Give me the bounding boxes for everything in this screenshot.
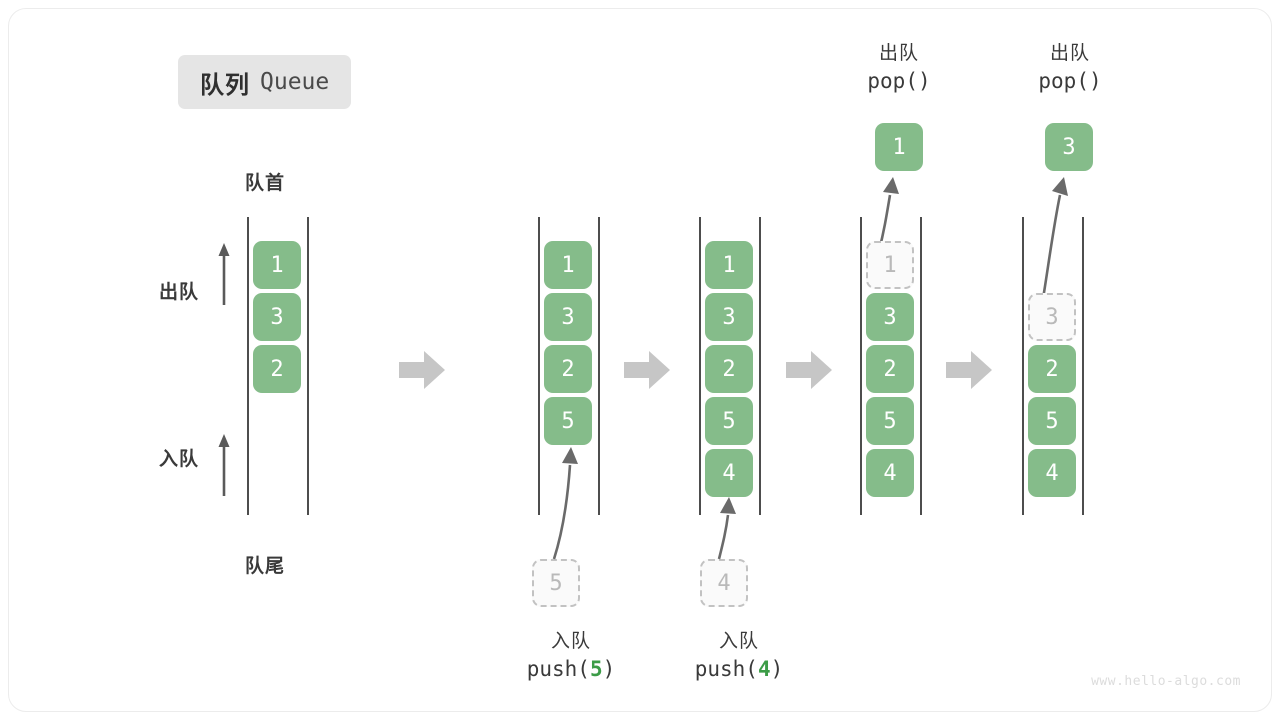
- enqueue-direction-arrow-icon: [218, 434, 230, 496]
- rail-right-3: [759, 217, 761, 515]
- pop-1-caption-code: pop(): [867, 68, 931, 93]
- queue-cell: 2: [253, 345, 301, 393]
- rail-left-1: [247, 217, 249, 515]
- rail-right-1: [307, 217, 309, 515]
- pop-1-caption-cn: 出队: [878, 43, 919, 64]
- step-arrow-icon: [946, 351, 992, 389]
- push-5-caption-cn: 入队: [550, 631, 591, 652]
- watermark: www.hello-algo.com: [1091, 674, 1241, 689]
- rail-left-2: [538, 217, 540, 515]
- push-4-caption-cn: 入队: [718, 631, 759, 652]
- queue-cell: 2: [1028, 345, 1076, 393]
- incoming-ghost-cell: 5: [532, 559, 580, 607]
- queue-cell: 5: [1028, 397, 1076, 445]
- push-5-caption-code: push(5): [526, 656, 616, 681]
- title-cn: 队列: [200, 71, 250, 99]
- popped-ghost-cell: 1: [866, 241, 914, 289]
- queue-tail-label: 队尾: [245, 556, 286, 577]
- push-4-caption-code: push(4): [694, 656, 784, 681]
- title-en: Queue: [260, 69, 330, 95]
- queue-cell: 4: [705, 449, 753, 497]
- queue-cell: 2: [544, 345, 592, 393]
- push-4-caption: 入队 push(4): [664, 629, 814, 683]
- popped-ghost-cell: 3: [1028, 293, 1076, 341]
- queue-cell: 3: [705, 293, 753, 341]
- queue-head-label: 队首: [245, 173, 286, 194]
- step-arrow-icon: [399, 351, 445, 389]
- step-arrow-icon: [624, 351, 670, 389]
- queue-cell: 1: [705, 241, 753, 289]
- push-5-caption: 入队 push(5): [496, 629, 646, 683]
- queue-cell: 5: [705, 397, 753, 445]
- step-arrow-icon: [786, 351, 832, 389]
- popped-cell: 3: [1045, 123, 1093, 171]
- title-badge: 队列 Queue: [178, 55, 352, 109]
- queue-cell: 3: [253, 293, 301, 341]
- diagram-card: 队列 Queue 队首 队尾 1 3 2 出队 入队 1 3 2 5 5 入队 …: [8, 8, 1272, 712]
- rail-left-5: [1022, 217, 1024, 515]
- rail-left-3: [699, 217, 701, 515]
- queue-cell: 2: [705, 345, 753, 393]
- rail-left-4: [860, 217, 862, 515]
- enqueue-label: 入队: [159, 449, 200, 470]
- rail-right-4: [920, 217, 922, 515]
- pop-3-caption-cn: 出队: [1049, 43, 1090, 64]
- rail-right-5: [1082, 217, 1084, 515]
- queue-cell: 3: [866, 293, 914, 341]
- pop-curve-arrow-icon: [1040, 177, 1068, 306]
- queue-cell: 3: [544, 293, 592, 341]
- dequeue-label: 出队: [159, 282, 200, 303]
- queue-cell: 4: [866, 449, 914, 497]
- queue-cell: 5: [544, 397, 592, 445]
- queue-cell: 1: [544, 241, 592, 289]
- queue-cell: 5: [866, 397, 914, 445]
- queue-cell: 4: [1028, 449, 1076, 497]
- queue-cell: 1: [253, 241, 301, 289]
- pop-1-caption: 出队 pop(): [824, 41, 974, 95]
- rail-right-2: [598, 217, 600, 515]
- pop-3-caption-code: pop(): [1038, 68, 1102, 93]
- dequeue-direction-arrow-icon: [218, 243, 230, 305]
- pop-3-caption: 出队 pop(): [995, 41, 1145, 95]
- popped-cell: 1: [875, 123, 923, 171]
- queue-cell: 2: [866, 345, 914, 393]
- push-curve-arrow-icon: [717, 497, 736, 560]
- incoming-ghost-cell: 4: [700, 559, 748, 607]
